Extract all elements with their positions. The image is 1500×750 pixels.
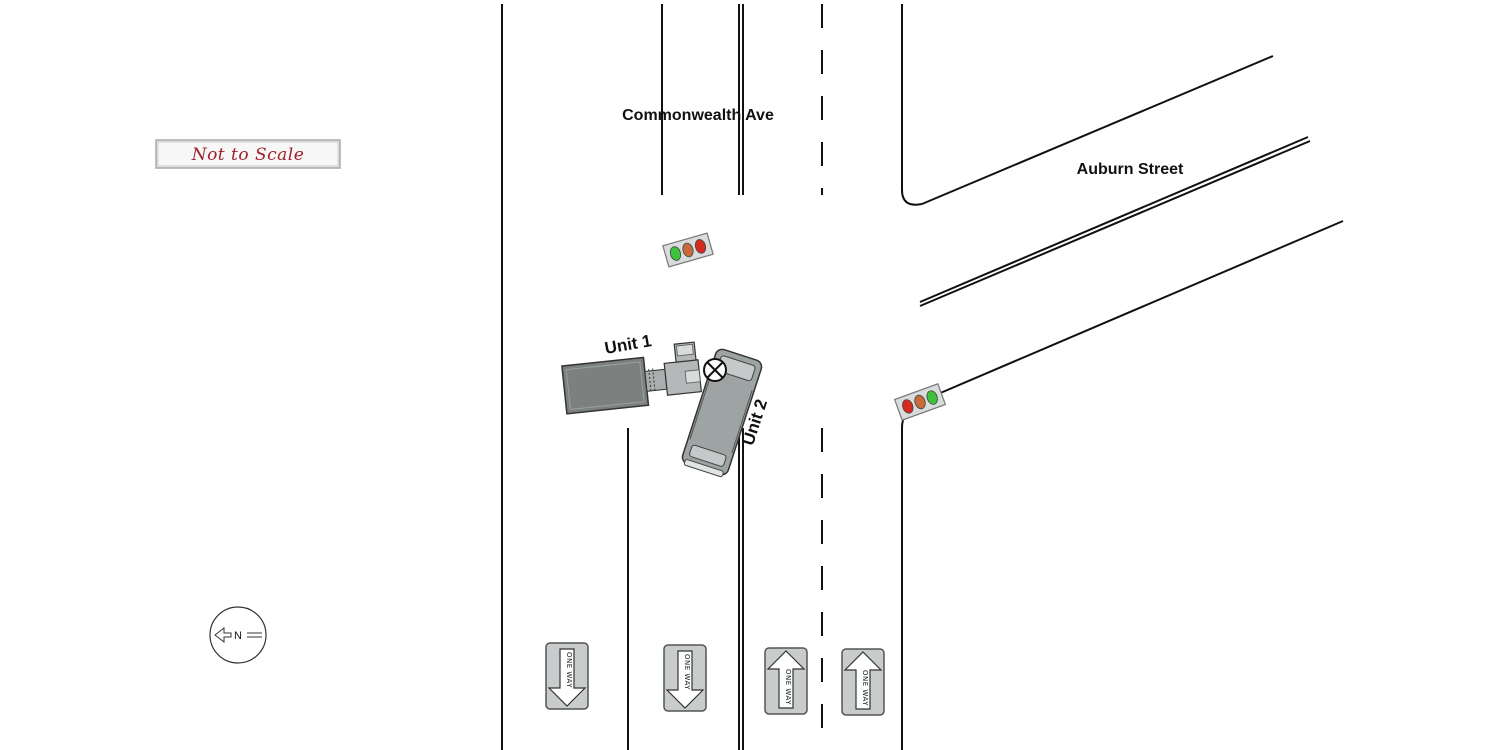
oneway-sign-icon: ONE WAY (663, 644, 707, 712)
traffic-signal-icon (893, 383, 947, 421)
oneway-sign-text: ONE WAY (784, 669, 792, 705)
oneway-sign-icon: ONE WAY (545, 642, 589, 710)
oneway-sign-text: ONE WAY (683, 654, 691, 690)
commonwealth-ave-label: Commonwealth Ave (622, 107, 774, 124)
east-curb-line-south (901, 409, 911, 750)
north-label: N (234, 630, 242, 642)
lane-markings (627, 4, 823, 750)
auburn-center-line-a (919, 136, 1309, 303)
north-arrow-icon: N (209, 606, 267, 664)
traffic-signal-icon (662, 232, 714, 268)
unit-1-truck (561, 341, 703, 415)
oneway-sign-icon: ONE WAY (764, 647, 808, 715)
oneway-sign-text: ONE WAY (565, 652, 573, 688)
impact-x-icon (703, 358, 727, 382)
not-to-scale-text: Not to Scale (191, 145, 305, 165)
auburn-north-curb (921, 55, 1274, 205)
auburn-street-label: Auburn Street (1077, 161, 1184, 178)
oneway-sign-icon: ONE WAY (841, 648, 885, 716)
not-to-scale-badge: Not to Scale (155, 139, 341, 169)
oneway-sign-text: ONE WAY (861, 670, 869, 706)
curb-corner-northeast (901, 189, 923, 206)
auburn-south-curb (937, 220, 1344, 395)
auburn-center-line-b (919, 140, 1311, 307)
unit-1-label: Unit 1 (603, 331, 653, 358)
auburn-street-road (919, 55, 1344, 395)
